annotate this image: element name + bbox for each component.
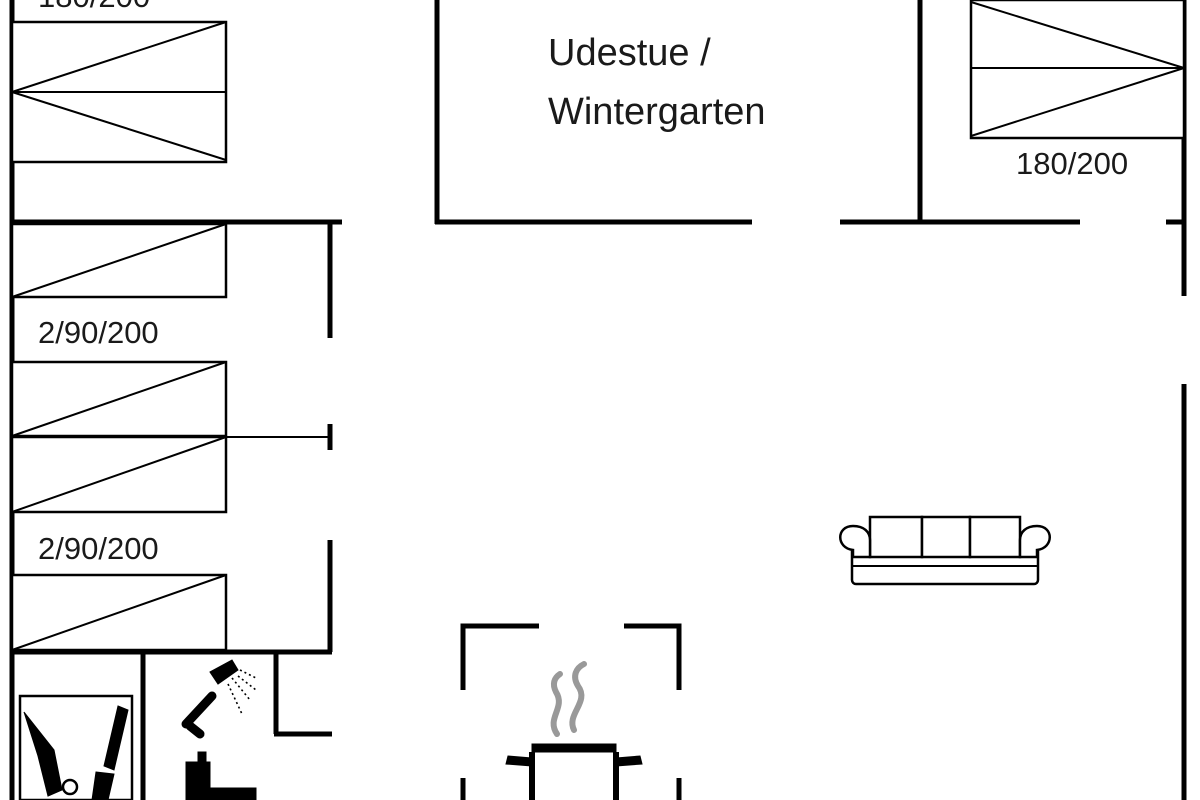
bedroom-top-left: 180/200 <box>10 0 342 225</box>
double-bed-top-right <box>969 0 1186 140</box>
single-bed-2 <box>10 360 228 438</box>
stove-icon <box>460 623 682 800</box>
bed-label-bunk-lower: 2/90/200 <box>38 531 159 566</box>
bed-label-top-left: 180/200 <box>38 0 150 14</box>
toilet-icon <box>185 751 257 800</box>
bed-label-bunk-upper: 2/90/200 <box>38 315 159 350</box>
utility-icon <box>18 694 134 800</box>
sunroom-label-line2: Wintergarten <box>548 91 766 133</box>
sofa-icon <box>839 515 1051 586</box>
single-bed-1 <box>10 222 228 299</box>
bed-label-top-right: 180/200 <box>1016 146 1128 181</box>
bathroom <box>140 652 332 800</box>
single-bed-4 <box>10 573 228 652</box>
shower-icon <box>181 659 257 739</box>
sunroom: Udestue / Wintergarten <box>434 0 1186 225</box>
bedroom-top-right: 180/200 <box>969 0 1186 181</box>
single-bed-3 <box>10 435 228 514</box>
double-bed-top-left <box>10 20 228 164</box>
bunk-room: 2/90/200 2/90/200 <box>10 222 333 655</box>
sunroom-label-line1: Udestue / <box>548 32 711 74</box>
